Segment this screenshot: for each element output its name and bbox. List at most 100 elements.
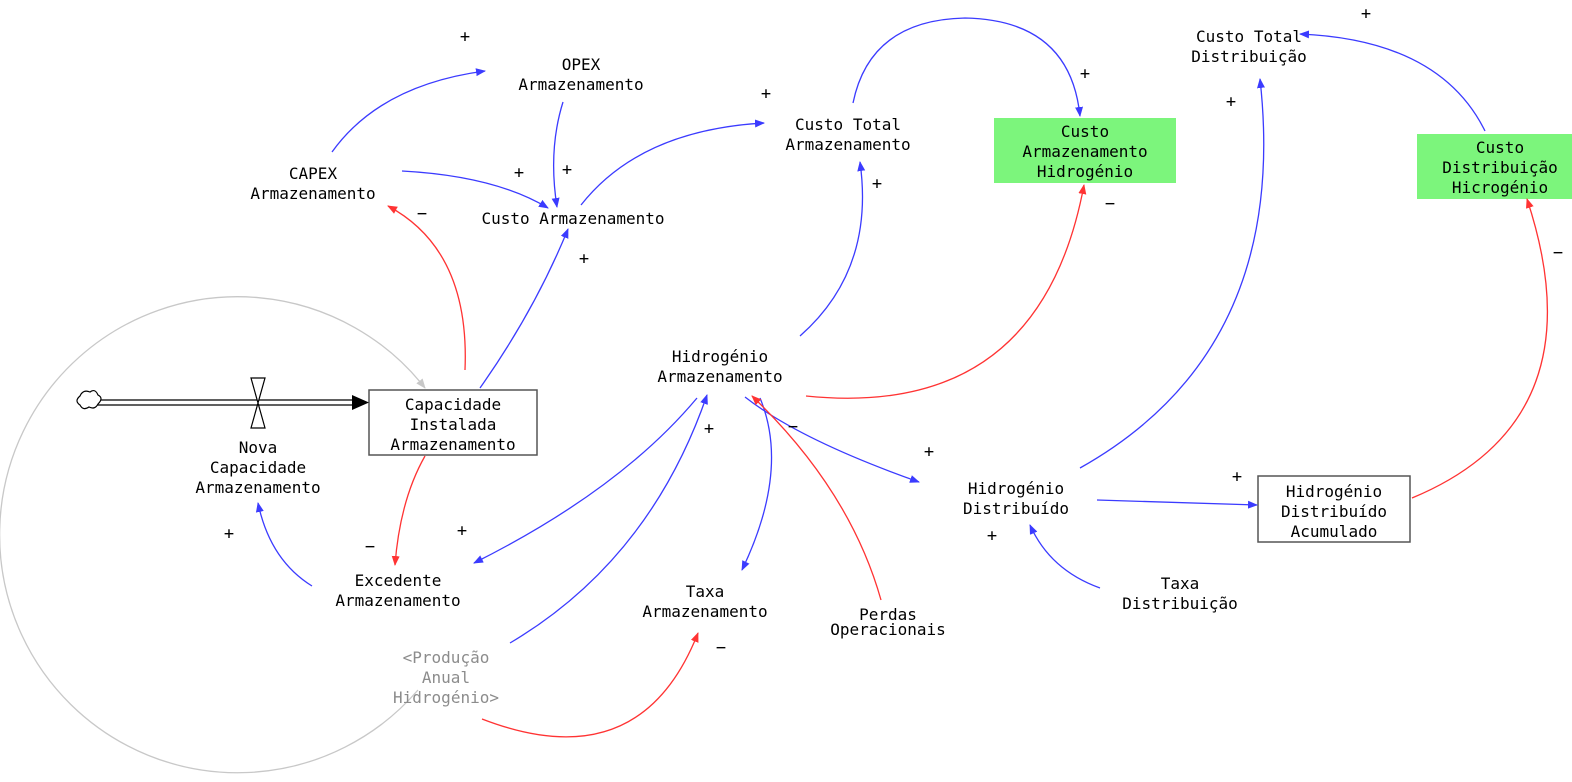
polarity-negative: − [1553, 243, 1563, 263]
node-label-line: Armazenamento [785, 135, 910, 154]
link-hidr-arm-excedente [473, 397, 698, 564]
node-label-line: Armazenamento [335, 591, 460, 610]
node-label-line: Instalada [410, 415, 497, 434]
node-label-line: Acumulado [1291, 522, 1378, 541]
link-opex-custo-arm [551, 101, 564, 208]
polarity-positive: + [872, 174, 882, 194]
node-label-line: Anual [422, 668, 470, 687]
node-label-line: CAPEX [289, 164, 338, 183]
link-capacidade-custo-arm [479, 228, 569, 389]
link-capex-opex [331, 68, 486, 153]
polarity-positive: + [579, 249, 589, 269]
node-label-line: Perdas [859, 605, 917, 624]
custo-armazenamento-hidrogenio-box [994, 118, 1176, 183]
link-capacidade-capex [387, 205, 466, 371]
polarity-positive: + [1080, 64, 1090, 84]
polarity-negative: − [788, 417, 798, 437]
polarity-negative: − [365, 537, 375, 557]
node-label-line: Armazenamento [518, 75, 643, 94]
link-capex-custo-arm [401, 170, 549, 209]
node-label-line: Hidrogénio [1037, 162, 1133, 181]
capacidade-instalada-box [368, 389, 538, 456]
polarity-positive: + [514, 163, 524, 183]
polarity-negative: − [1105, 194, 1115, 214]
node-label-line: Hidrogénio [672, 347, 768, 366]
node-label-line: OPEX [562, 55, 601, 74]
node-label-line: Armazenamento [642, 602, 767, 621]
link-total-arm-custo-hidrogenio [852, 17, 1084, 117]
link-hidr-arm-distribuido [744, 396, 920, 483]
polarity-positive: + [1232, 467, 1242, 487]
node-label-line: Distribuição [1122, 594, 1238, 613]
custo-distribuicao-hidrogenio-box [1417, 134, 1572, 199]
hidrogenio-distribuido-acumulado-box [1257, 475, 1411, 543]
node-label-line: Armazenamento [250, 184, 375, 203]
node-label-line: Operacionais [830, 620, 946, 639]
polarity-positive: + [224, 524, 234, 544]
link-distribuido-acumulado [1096, 499, 1258, 509]
valve-icon [250, 377, 266, 429]
node-label-line: Custo [1061, 122, 1109, 141]
link-taxa-dist-distribuido [1029, 524, 1101, 589]
node-custo-armazenamento: Custo Armazenamento [481, 209, 664, 228]
node-label-line: Custo Total [1196, 27, 1302, 46]
link-hidr-arm-taxa [741, 397, 773, 571]
node-label-line: Custo Total [795, 115, 901, 134]
node-label-line: Distribuição [1191, 47, 1307, 66]
link-producao-taxa-arm [481, 632, 699, 738]
polarity-positive: + [460, 27, 470, 47]
node-label-line: Armazenamento [1022, 142, 1147, 161]
node-label-line: Armazenamento [195, 478, 320, 497]
link-custo-arm-total [580, 119, 765, 206]
node-label-line: Capacidade [210, 458, 306, 477]
node-label-line: Custo [1476, 138, 1524, 157]
cloud-icon [76, 389, 102, 410]
node-label-line: Hidrogénio [968, 479, 1064, 498]
node-label-line: Capacidade [405, 395, 501, 414]
polarity-positive: + [562, 160, 572, 180]
link-perdas-hidr-arm [751, 395, 882, 601]
node-label-line: Distribuído [963, 499, 1069, 518]
polarity-negative: − [716, 638, 726, 658]
node-label-line: Nova [239, 438, 278, 457]
node-label-line: Distribuição [1442, 158, 1558, 177]
node-label-line: Hidrogénio [1286, 482, 1382, 501]
link-acumulado-custo-dist [1411, 198, 1548, 499]
link-excedente-nova-capacidade [255, 502, 313, 587]
polarity-positive: + [761, 84, 771, 104]
node-label-line: Custo Armazenamento [481, 209, 664, 228]
link-distribuido-total-dist [1079, 78, 1265, 469]
link-hidr-arm-total-arm [799, 161, 866, 337]
polarity-positive: + [1361, 4, 1371, 24]
polarity-positive: + [457, 521, 467, 541]
node-label-line: Hidrogénio> [393, 688, 499, 707]
flow-pipe [76, 377, 369, 429]
link-custo-dist-total-dist [1299, 30, 1486, 132]
node-label-line: Armazenamento [657, 367, 782, 386]
node-label-line: Taxa [1161, 574, 1200, 593]
node-label-line: Distribuído [1281, 502, 1387, 521]
node-label-line: Taxa [686, 582, 725, 601]
polarity-positive: + [987, 526, 997, 546]
polarity-positive: + [1226, 92, 1236, 112]
link-producao-hidr-arm [509, 394, 708, 644]
link-capacidade-excedente [391, 455, 426, 566]
node-label-line: <Produção [403, 648, 490, 667]
loop-circle [0, 296, 426, 774]
